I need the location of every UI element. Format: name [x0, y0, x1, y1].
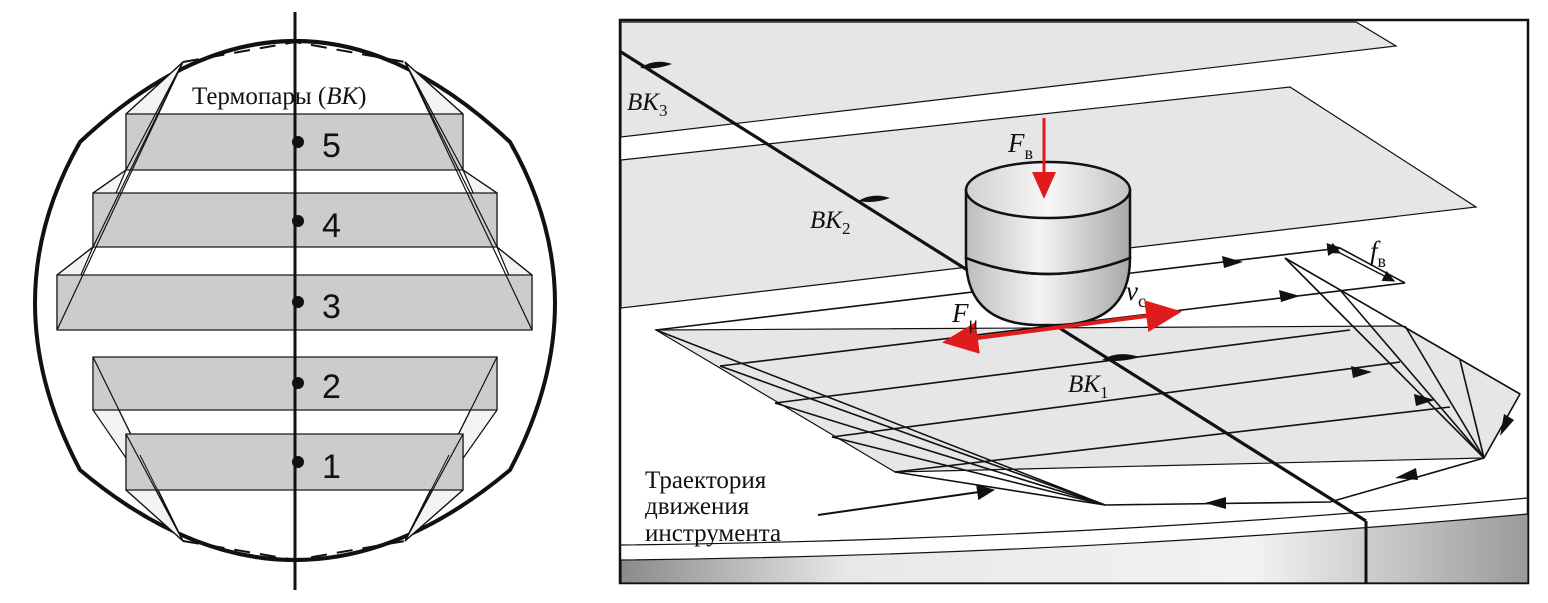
label-bk3: BK3: [627, 89, 667, 120]
trajectory-caption: Траектория движения инструмента: [645, 467, 781, 547]
base-top-edge: [620, 497, 1529, 546]
sensor-marker-bk2: [858, 195, 890, 202]
layer-number-3: 3: [322, 288, 341, 326]
svg-text:инструмента: инструмента: [645, 520, 781, 547]
label-force-friction: Fμ: [951, 298, 978, 333]
thermocouple-dots: [292, 136, 304, 468]
svg-text:Траектория: Траектория: [645, 467, 767, 494]
feed-dimension: [1327, 242, 1396, 282]
caption-leader: [817, 484, 995, 516]
sensor-marker-bk3: [640, 61, 672, 69]
plane-layer-3: [620, 21, 1398, 138]
label-force-vertical: Fв: [1007, 128, 1033, 163]
layer-number-2: 2: [322, 368, 341, 406]
label-bk1: BK1: [1068, 371, 1108, 402]
label-feed: fв: [1370, 236, 1386, 271]
left-panel: Термопары (BK) 5 4 3 2 1: [33, 12, 557, 590]
layer-number-5: 5: [322, 127, 341, 165]
layer-number-1: 1: [322, 448, 341, 486]
label-bk2: BK2: [810, 207, 850, 238]
right-panel: BK3 BK2 BK1 Fв Fμ vc fв Траектория движе…: [618, 18, 1530, 585]
thermocouple-title: Термопары (BK): [192, 83, 367, 110]
specimen-outline: [33, 39, 557, 562]
label-speed: vc: [1126, 276, 1146, 311]
friction-force-arrow: [942, 300, 1182, 354]
trajectory-arrowheads: [1205, 256, 1514, 509]
sensor-marker-bk1: [1102, 354, 1140, 361]
base-front: [620, 513, 1529, 584]
svg-text:движения: движения: [645, 493, 750, 520]
tool: [964, 160, 1132, 327]
layer-number-4: 4: [322, 207, 341, 245]
